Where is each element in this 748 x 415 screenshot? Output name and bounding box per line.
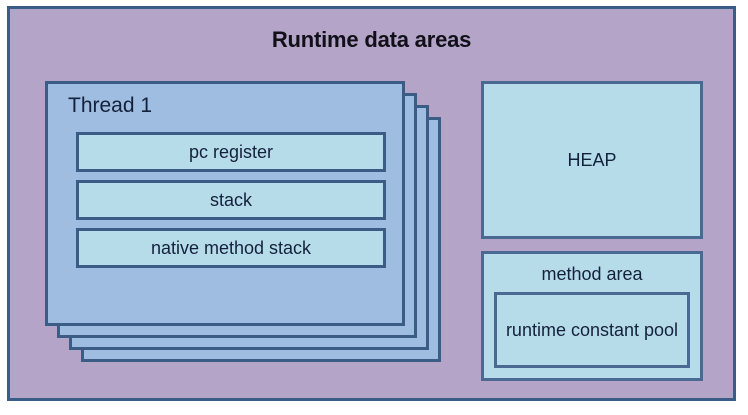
runtime-constant-pool-box: runtime constant pool [494, 292, 690, 368]
slot-pc-register: pc register [76, 132, 386, 172]
method-area-box: method area runtime constant pool [481, 251, 703, 381]
thread-label: Thread 1 [68, 94, 153, 117]
shared-memory-column: HEAP method area runtime constant pool [481, 81, 703, 381]
thread-memory-slots: pc register stack native method stack [76, 132, 386, 268]
heap-box: HEAP [481, 81, 703, 239]
page-title: Runtime data areas [271, 27, 472, 52]
slot-native-method-stack: native method stack [76, 228, 386, 268]
runtime-data-areas-panel: Runtime data areas Thread 1 pc register … [7, 6, 736, 401]
slot-stack: stack [76, 180, 386, 220]
thread-card-front: Thread 1 pc register stack native method… [45, 81, 405, 326]
thread-card-stack: Thread 1 pc register stack native method… [45, 81, 455, 381]
method-area-label: method area [541, 264, 643, 284]
